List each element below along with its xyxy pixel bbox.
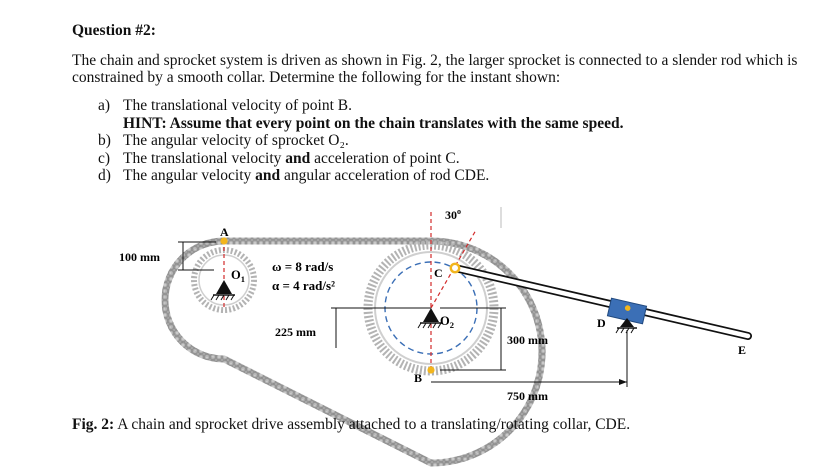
point-a-marker — [220, 237, 228, 245]
part-d-text-1: The angular velocity — [123, 167, 256, 185]
part-b-text: The angular velocity of sprocket O₂. — [123, 132, 349, 150]
part-hint: HINT: Assume that every point on the cha… — [123, 114, 624, 132]
collar-d — [606, 297, 648, 325]
question-intro: The chain and sprocket system is driven … — [72, 52, 798, 86]
question-title: Question #2: — [72, 22, 156, 39]
dim-750mm — [431, 330, 628, 387]
caption-text: A chain and sprocket drive assembly atta… — [114, 416, 631, 433]
label-b: B — [414, 371, 422, 385]
label-o2: O2 — [440, 314, 454, 330]
point-c-marker — [449, 262, 461, 274]
label-d: D — [597, 316, 606, 330]
label-omega: ω = 8 rad/s — [272, 259, 333, 274]
part-d-text-2: angular acceleration of rod CDE. — [280, 167, 490, 185]
part-a: a) The translational velocity of point B. — [98, 97, 623, 115]
pin-support-d — [615, 318, 637, 334]
label-225mm: 225 mm — [275, 325, 316, 339]
part-a-text: The translational velocity of point B. — [123, 97, 353, 114]
part-d-label: d) — [98, 167, 111, 185]
caption-fig-label: Fig. 2: — [72, 416, 115, 433]
part-b: b) The angular velocity of sprocket O₂. — [98, 132, 623, 150]
label-c: C — [434, 266, 443, 280]
label-e: E — [738, 343, 746, 357]
label-a: A — [220, 225, 229, 239]
part-a-label: a) — [98, 97, 111, 114]
point-b-marker — [427, 366, 435, 374]
pin-support-o2 — [417, 308, 442, 329]
part-b-label: b) — [98, 132, 111, 150]
dim-300mm — [440, 307, 506, 371]
part-c-text-1: The translational velocity — [123, 149, 286, 167]
part-d-and: and — [255, 167, 281, 185]
label-o1: O1 — [231, 268, 245, 284]
label-100mm: 100 mm — [119, 250, 160, 264]
part-c-text-2: acceleration of point C. — [310, 149, 460, 167]
dim-225mm — [331, 307, 431, 348]
label-300mm: 300 mm — [507, 333, 548, 347]
label-angle: 30o — [445, 207, 461, 222]
dim-100mm — [178, 241, 216, 271]
label-alpha: α = 4 rad/s² — [272, 278, 335, 293]
label-750mm: 750 mm — [507, 389, 548, 403]
pin-support-o1 — [210, 280, 235, 301]
part-c: c) The translational velocity and acceler… — [98, 150, 623, 168]
part-c-and: and — [285, 149, 311, 167]
question-parts: a) The translational velocity of point B.… — [98, 97, 623, 185]
part-c-label: c) — [98, 149, 111, 167]
figure-caption: Fig. 2: A chain and sprocket drive assem… — [72, 416, 630, 434]
part-d: d) The angular velocity and angular accel… — [98, 167, 623, 185]
